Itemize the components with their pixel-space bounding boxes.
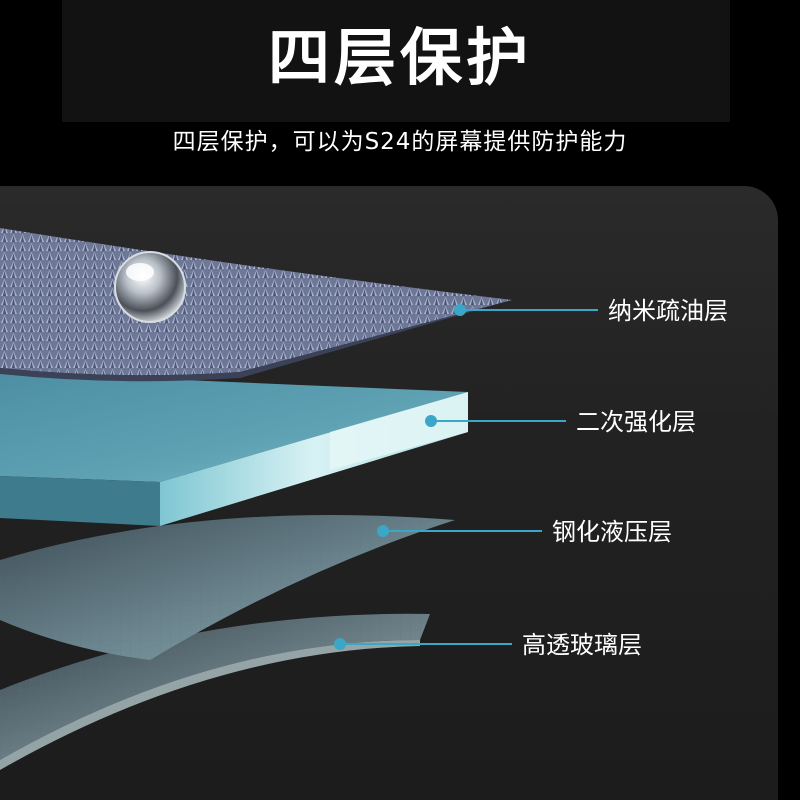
page-title: 四层保护 — [0, 18, 800, 98]
layer-label-secondary-strengthening: 二次强化层 — [576, 407, 696, 437]
layer-label-nano-oleophobic: 纳米疏油层 — [608, 296, 728, 326]
page-subtitle: 四层保护，可以为S24的屏幕提供防护能力 — [0, 126, 800, 158]
layer-label-tempered-hydraulic: 钢化液压层 — [552, 517, 672, 547]
layer-1-nano-spikes — [0, 228, 512, 375]
layer-stack-illustration — [0, 186, 800, 800]
water-droplet — [115, 252, 185, 322]
layer-label-high-transparency-glass: 高透玻璃层 — [522, 630, 642, 660]
